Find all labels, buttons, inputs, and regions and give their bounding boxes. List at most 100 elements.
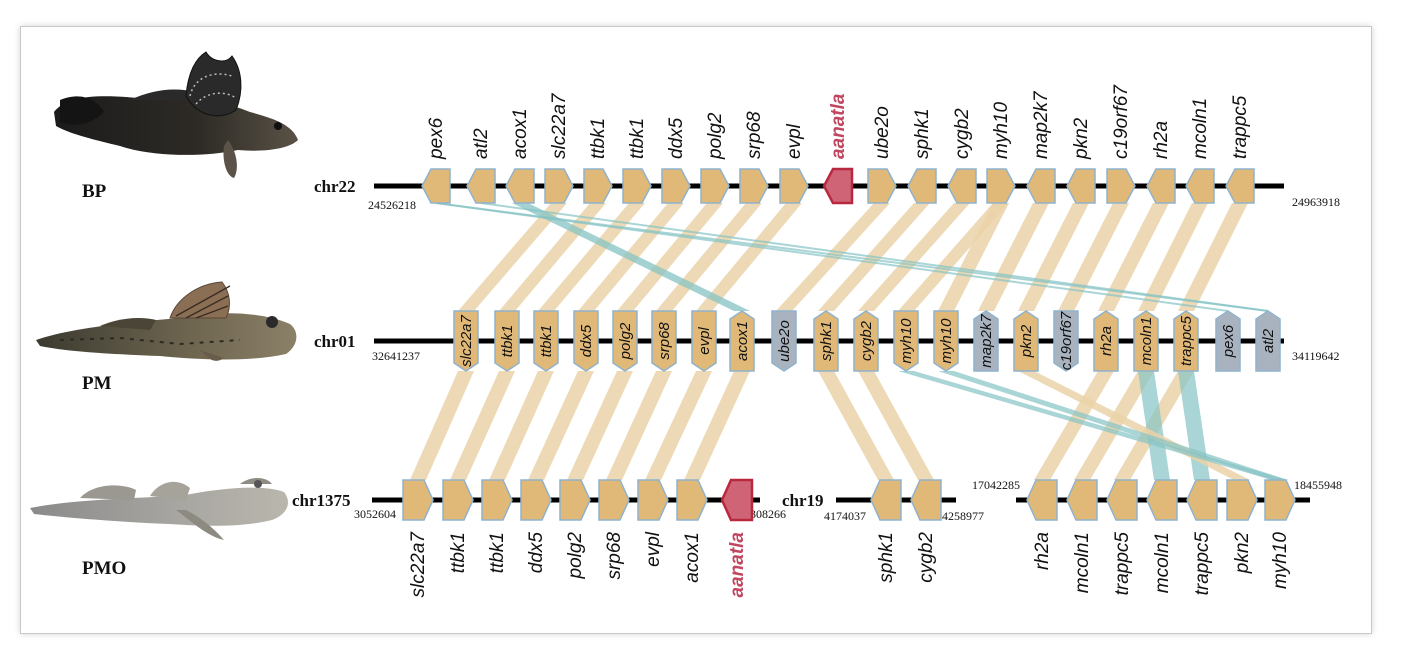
fish-pmo-illustration	[30, 478, 288, 540]
gene-label-pm-pkn2: pkn2	[1018, 324, 1035, 358]
gene-label-bp-myh10: myh10	[991, 102, 1012, 159]
gene-arrow-pmo_a-polg2	[559, 479, 591, 521]
gene-label-bp-srp68: srp68	[744, 111, 765, 159]
species-label-pm: PM	[82, 373, 112, 394]
gene-arrow-pm-acox1	[729, 310, 755, 372]
gene-arrow-pm-srp68	[651, 310, 677, 372]
gene-arrow-pmo_c-rh2a	[1026, 479, 1058, 521]
fish-bp-illustration	[54, 51, 298, 178]
gene-arrow-pmo_a-slc22a7	[402, 479, 434, 521]
synteny-link	[528, 371, 594, 480]
gene-arrow-pmo_a-srp68	[598, 479, 630, 521]
gene-label-pm-mcoln1: mcoln1	[1138, 317, 1155, 365]
coord-start-pmo-c: 17042285	[972, 478, 1020, 492]
gene-label-pm-ttbk1: ttbk1	[538, 325, 555, 358]
coord-end-pm: 34119642	[1292, 349, 1340, 363]
gene-label-pm-rh2a: rh2a	[1098, 326, 1115, 356]
synteny-link	[567, 371, 633, 480]
gene-arrow-pmo_c-mcoln1	[1146, 479, 1178, 521]
gene-arrow-pmo_a-ttbk1	[442, 479, 474, 521]
coord-start-pmo-b: 4174037	[824, 509, 866, 523]
gene-arrow-pmo_b-sphk1	[870, 479, 902, 521]
gene-label-bp-ttbk1: ttbk1	[588, 118, 609, 159]
gene-arrow-pm-mcoln1	[1133, 310, 1159, 372]
chr-label-bp: chr22	[314, 177, 356, 196]
gene-arrows	[402, 167, 1296, 522]
gene-label-pm-ttbk1: ttbk1	[499, 325, 516, 358]
synteny-link	[1034, 371, 1114, 480]
gene-arrow-pm-cygb2	[853, 310, 879, 372]
gene-arrow-bp-pex6	[421, 168, 451, 204]
coord-end-pmo-c: 18455948	[1294, 478, 1342, 492]
gene-arrow-bp-map2k7	[1026, 168, 1056, 204]
gene-arrow-bp-pkn2	[1066, 168, 1096, 204]
gene-label-pmo_a-evpl: evpl	[643, 531, 664, 567]
gene-label-bp-ddx5: ddx5	[666, 117, 687, 159]
gene-arrow-bp-rh2a	[1146, 168, 1176, 204]
gene-label-bp-aanatla: aanatla	[828, 93, 849, 159]
synteny-link	[1098, 203, 1169, 311]
synteny-link	[435, 202, 1269, 312]
gene-label-pm-sphk1: sphk1	[818, 321, 835, 361]
gene-label-pmo_c-mcoln1: mcoln1	[1072, 532, 1093, 593]
species-label-pmo: PMO	[82, 558, 126, 579]
gene-arrow-pm-c19orf67	[1053, 310, 1079, 372]
gene-arrow-bp-c19orf67	[1106, 168, 1136, 204]
gene-arrow-pm-ube2o	[771, 310, 797, 372]
gene-label-bp-pex6: pex6	[426, 117, 447, 160]
gene-arrow-pmo_a-ttbk1	[481, 479, 513, 521]
gene-label-pm-cygb2: cygb2	[858, 320, 875, 361]
gene-label-pm-ube2o: ube2o	[776, 320, 793, 362]
synteny-link	[480, 202, 1269, 312]
gene-arrow-bp-polg2	[700, 168, 730, 204]
gene-label-pm-myh10: myh10	[938, 318, 955, 364]
gene-arrow-pm-trappc5	[1173, 310, 1199, 372]
gene-label-pmo_b-cygb2: cygb2	[916, 532, 937, 583]
gene-label-pmo_a-aanatla: aanatla	[727, 532, 748, 598]
synteny-link	[818, 371, 894, 480]
synteny-link	[410, 371, 474, 480]
gene-label-pm-srp68: srp68	[656, 322, 673, 360]
coord-end-pmo-b: 4258977	[942, 509, 984, 523]
gene-arrow-pm-myh10	[933, 310, 959, 372]
gene-arrow-bp-mcoln1	[1185, 168, 1215, 204]
gene-arrow-pm-rh2a	[1093, 310, 1119, 372]
synteny-link	[858, 203, 970, 311]
gene-label-bp-sphk1: sphk1	[912, 108, 933, 159]
chr-label-pmo-a: chr1375	[292, 491, 351, 510]
gene-label-bp-ube2o: ube2o	[872, 106, 893, 159]
chr-label-pm: chr01	[314, 332, 356, 351]
coord-end-pmo-a: 3308266	[744, 507, 786, 521]
gene-arrow-pm-ddx5	[573, 310, 599, 372]
gene-arrow-bp-sphk1	[907, 168, 937, 204]
synteny-link	[645, 371, 712, 480]
synteny-link	[458, 203, 567, 311]
gene-arrow-bp-myh10	[986, 168, 1016, 204]
gene-label-bp-slc22a7: slc22a7	[549, 92, 570, 159]
gene-arrow-bp-ttbk1	[583, 168, 613, 204]
synteny-link	[617, 203, 723, 311]
gene-arrow-pm-evpl	[691, 310, 717, 372]
species-label-bp: BP	[82, 181, 107, 202]
synteny-link	[1138, 203, 1208, 311]
gene-arrow-bp-aanatla	[822, 167, 854, 205]
gene-label-bp-cygb2: cygb2	[952, 108, 973, 159]
gene-arrow-pmo_c-trappc5	[1186, 479, 1218, 521]
gene-arrow-pm-polg2	[612, 310, 638, 372]
gene-arrow-pm-pkn2	[1013, 310, 1039, 372]
gene-label-bp-polg2: polg2	[705, 112, 726, 160]
coord-start-bp: 24526218	[368, 198, 416, 212]
gene-label-pm-pex6: pex6	[1220, 324, 1237, 358]
gene-label-bp-mcoln1: mcoln1	[1190, 98, 1211, 159]
gene-label-bp-map2k7: map2k7	[1031, 90, 1052, 159]
gene-arrow-pm-myh10	[893, 310, 919, 372]
gene-label-pm-trappc5: trappc5	[1178, 315, 1195, 366]
synteny-link	[1138, 371, 1170, 480]
gene-label-pmo_c-trappc5: trappc5	[1112, 532, 1133, 596]
gene-arrow-bp-ube2o	[867, 168, 897, 204]
gene-label-pmo_a-acox1: acox1	[682, 532, 703, 583]
gene-label-pmo_a-ttbk1: ttbk1	[487, 532, 508, 573]
gene-arrow-bp-atl2	[466, 168, 496, 204]
synteny-link	[696, 203, 802, 311]
